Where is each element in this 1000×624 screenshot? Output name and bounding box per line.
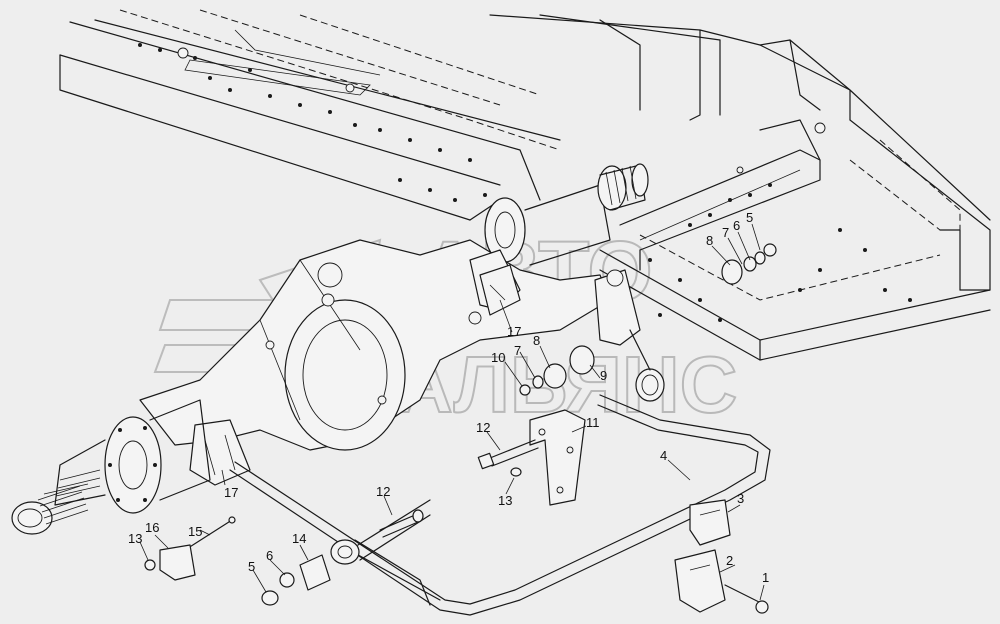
callout-8-upper: 8 xyxy=(706,233,713,248)
callout-5-upper: 5 xyxy=(746,210,753,225)
callout-4: 4 xyxy=(660,448,667,463)
stabilizer-assembly xyxy=(144,243,777,616)
callout-17-lower: 17 xyxy=(224,485,238,500)
frame-holes xyxy=(138,43,912,322)
callout-12-lower: 12 xyxy=(376,484,390,499)
callout-8-middle: 8 xyxy=(533,333,540,348)
chassis-frame xyxy=(59,9,991,361)
right-hub xyxy=(484,163,649,266)
callout-14: 14 xyxy=(292,531,306,546)
callout-labels: 1 2 3 4 5 6 7 8 17 8 7 10 9 11 12 13 17 … xyxy=(128,210,769,585)
callout-13-upper: 13 xyxy=(498,493,512,508)
callout-2: 2 xyxy=(726,553,733,568)
callout-17-upper: 17 xyxy=(507,324,521,339)
callout-7-upper: 7 xyxy=(722,225,729,240)
callout-6-lower: 6 xyxy=(266,548,273,563)
callout-9: 9 xyxy=(600,368,607,383)
callout-3: 3 xyxy=(737,491,744,506)
callout-12-upper: 12 xyxy=(476,420,490,435)
callout-7-middle: 7 xyxy=(514,343,521,358)
leader-lines xyxy=(139,223,765,601)
callout-13-lower: 13 xyxy=(128,531,142,546)
left-hub xyxy=(11,399,211,535)
callout-11: 11 xyxy=(586,415,600,430)
callout-10: 10 xyxy=(491,350,505,365)
callout-6-upper: 6 xyxy=(733,218,740,233)
callout-5-lower: 5 xyxy=(248,559,255,574)
callout-16: 16 xyxy=(145,520,159,535)
callout-15: 15 xyxy=(188,524,202,539)
callout-1: 1 xyxy=(762,570,769,585)
